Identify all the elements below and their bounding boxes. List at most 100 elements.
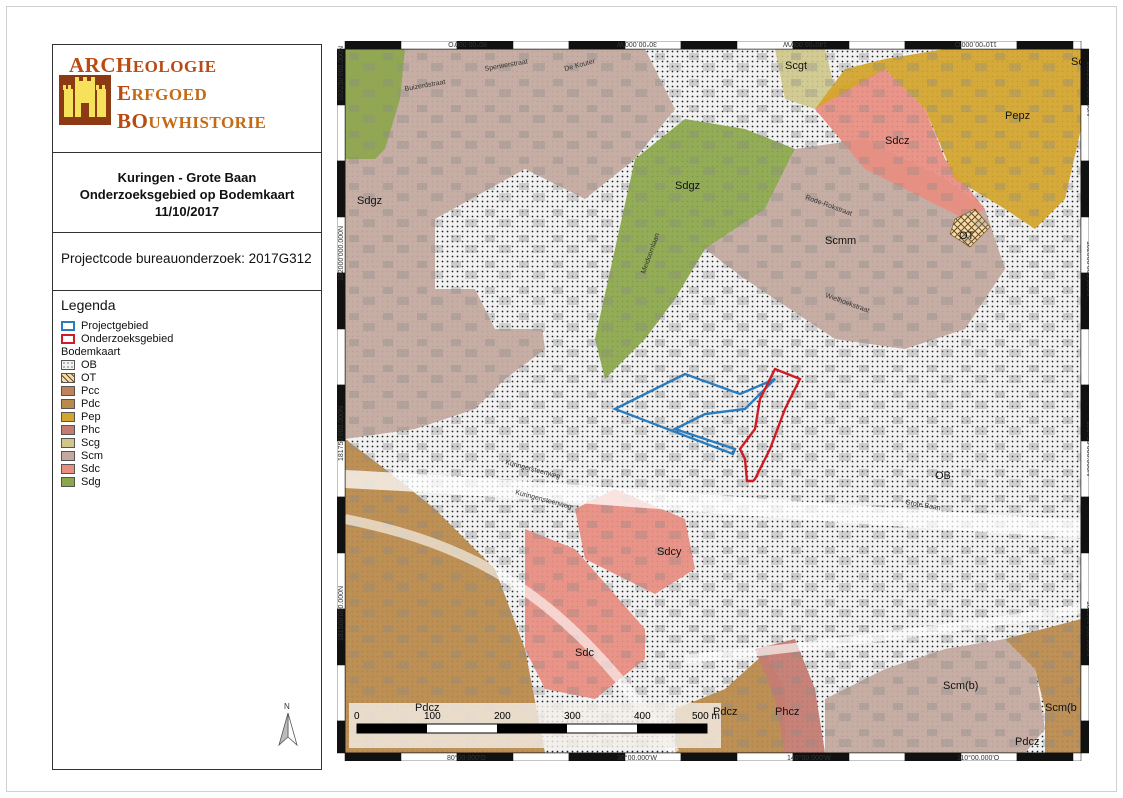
legend-item-1-swatch (61, 334, 75, 344)
zone-label-8: OB (935, 470, 951, 482)
legend-soil-4: Pep (61, 410, 101, 424)
title-line-1: Kuringen - Grote Baan (117, 170, 257, 185)
scale-label-4: 400 (634, 711, 651, 722)
border-segment (848, 752, 906, 762)
scale-label-5: 500 m (692, 711, 720, 722)
coord-right-0: 182250'000.000N (1085, 61, 1089, 116)
border-segment (512, 40, 570, 50)
border-segment (1016, 752, 1074, 762)
border-segment (1080, 496, 1090, 554)
zone-label-11: Pdcz (415, 702, 439, 714)
north-arrow-icon: N (278, 702, 298, 747)
border-segment (344, 752, 402, 762)
legend-soil-6: Scg (61, 436, 100, 450)
legend-soil-8-swatch (61, 464, 75, 474)
legend-soil-2-label: Pcc (81, 385, 100, 397)
legend-soil-8: Sdc (61, 462, 100, 476)
legend-soil-7-label: Scm (81, 450, 103, 462)
border-segment (336, 104, 346, 162)
border-segment (568, 40, 626, 50)
zone-label-9: Sdcy (657, 546, 682, 558)
legend-soil-3: Pdc (61, 397, 100, 411)
coord-right-1: 182000'000.000N (1085, 241, 1089, 296)
zone-label-13: Phcz (775, 706, 799, 718)
border-segment (336, 664, 346, 722)
project-code-section: Projectcode bureauonderzoek: 2017G312 (53, 233, 321, 291)
coord-right-3: 181500'000.000N (1085, 601, 1089, 656)
castle-logo-icon (59, 75, 111, 125)
legend-item-0-label: Projectgebied (81, 320, 149, 332)
border-segment (336, 720, 346, 754)
border-segment (736, 752, 794, 762)
legend-soil-1-label: OT (81, 372, 97, 384)
zone-label-5: Sdgz (675, 180, 700, 192)
border-segment (1080, 720, 1090, 754)
zone-label-7: OT (959, 230, 975, 242)
coord-left-2: 181750'000.000N (338, 406, 345, 461)
coord-left-1: 182000'000.000N (338, 226, 345, 281)
legend-item-1: Onderzoeksgebied (61, 332, 173, 346)
legend-soil-5-swatch (61, 425, 75, 435)
title-line-3: 11/10/2017 (154, 204, 220, 219)
legend-soil-4-swatch (61, 412, 75, 422)
scale-label-3: 300 (564, 711, 581, 722)
coord-top-3: 110°00.000'O (954, 41, 997, 48)
legend-item-0: Projectgebied (61, 319, 148, 333)
border-segment (680, 40, 738, 50)
scale-label-0: 0 (354, 711, 360, 722)
border-segment (336, 328, 346, 386)
logo-line-2: ERFGOED (117, 81, 208, 105)
legend-soil-3-label: Pdc (81, 398, 100, 410)
legend-soil-9: Sdg (61, 475, 101, 489)
logo-line-1: ARCHEOLOGIE (69, 53, 217, 77)
logo-section: ARCHEOLOGIE ERFGOED BOUWHISTORIE (53, 45, 321, 153)
border-segment (680, 752, 738, 762)
legend-soil-1-swatch (61, 373, 75, 383)
border-segment (1072, 40, 1082, 50)
legend-title: Legenda (61, 297, 116, 313)
scale-label-1: 100 (424, 711, 441, 722)
legend-soil-7-swatch (61, 451, 75, 461)
coord-bottom-0: 80°00.000'O (447, 754, 486, 761)
legend-soil-6-swatch (61, 438, 75, 448)
coord-bottom-3: 110°00.000'O (957, 754, 1000, 761)
project-code: Projectcode bureauonderzoek: 2017G312 (61, 251, 312, 266)
border-segment (1080, 664, 1090, 722)
zone-label-3: Sdcz (885, 135, 909, 147)
coord-top-0: 80°00.000'O (448, 41, 487, 48)
legend-soil-7: Scm (61, 449, 103, 463)
scale-label-2: 200 (494, 711, 511, 722)
border-segment (336, 160, 346, 218)
legend-soil-6-label: Scg (81, 437, 100, 449)
border-segment (848, 40, 906, 50)
zone-label-6: Scmm (825, 235, 856, 247)
map-border (336, 40, 1090, 762)
logo-line-3: BOUWHISTORIE (117, 109, 267, 133)
border-segment (344, 40, 402, 50)
zone-label-2: Pepz (1005, 110, 1030, 122)
title-line-2: Onderzoeksgebied op Bodemkaart (79, 187, 295, 202)
legend-soil-9-label: Sdg (81, 476, 101, 488)
coord-top-2: 140°00.000'W (783, 41, 827, 48)
legend-soil-9-swatch (61, 477, 75, 487)
legend-soil-5-label: Phc (81, 424, 100, 436)
north-label: N (284, 702, 290, 711)
legend-soil-0-swatch (61, 360, 75, 370)
page-frame (6, 6, 1117, 792)
coord-left-3: 181500'000.000N (338, 586, 345, 641)
border-segment (1080, 328, 1090, 386)
zone-label-12: Pdcz (713, 706, 737, 718)
border-segment (512, 752, 570, 762)
border-segment (1072, 752, 1082, 762)
border-segment (1080, 160, 1090, 218)
legend-item-0-swatch (61, 321, 75, 331)
legend-soil-5: Phc (61, 423, 100, 437)
legend-soil-3-swatch (61, 399, 75, 409)
legend-soil-0-label: OB (81, 359, 97, 371)
legend-item-1-label: Onderzoeksgebied (81, 333, 174, 345)
coord-left-0: 182250'000.000N (338, 46, 345, 101)
info-panel: ARCHEOLOGIE ERFGOED BOUWHISTORIE Kuringe… (52, 44, 322, 770)
